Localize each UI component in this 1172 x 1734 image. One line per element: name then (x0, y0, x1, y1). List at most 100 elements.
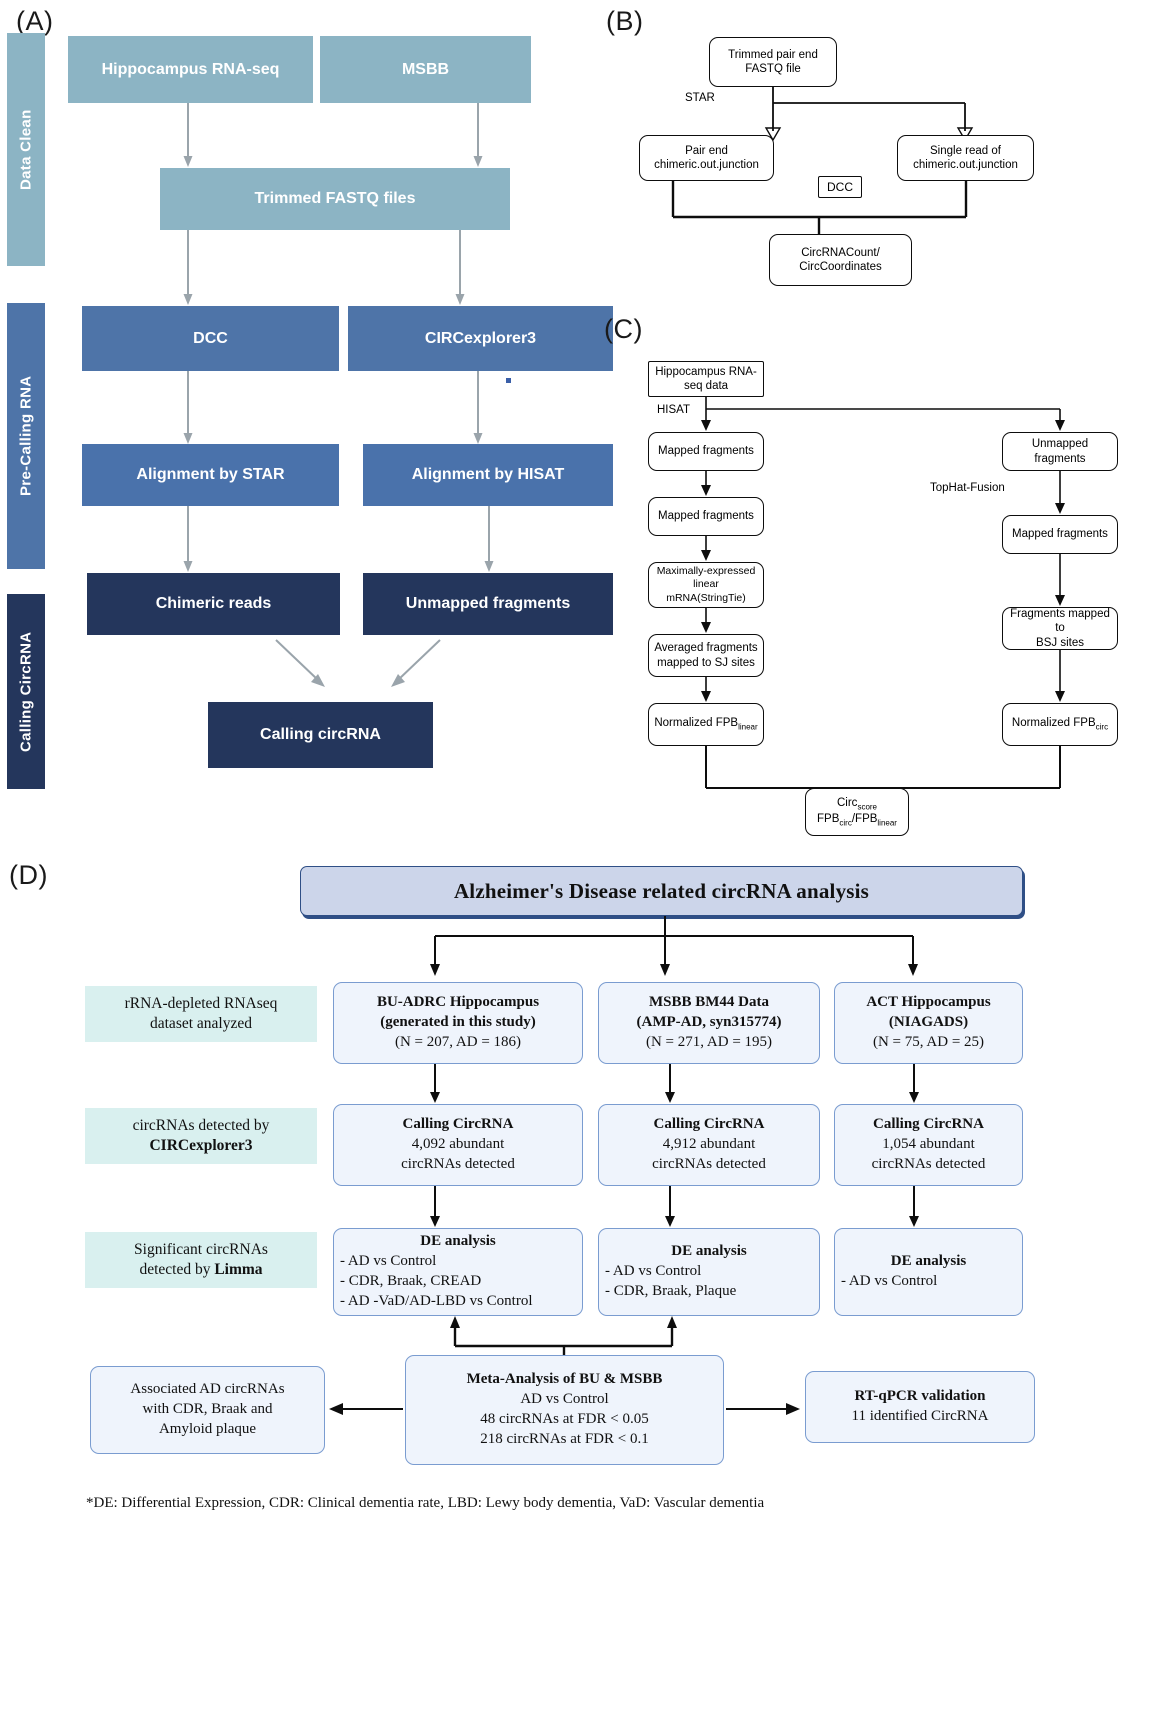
dataset-line-3: (N = 271, AD = 195) (645, 1033, 773, 1050)
box-hippocampus-rnaseq: Hippocampus RNA-seq (68, 36, 313, 103)
meta-line-1: AD vs Control (520, 1391, 609, 1408)
box-single-read-chimeric-out-junction: Single read of chimeric.out.junction (897, 135, 1034, 181)
box-averaged-fragments-sj-sites: Averaged fragments mapped to SJ sites (648, 634, 764, 677)
connector-star-branch (700, 87, 1000, 148)
box-mapped-fragments-3: Mapped fragments (1002, 515, 1118, 554)
stray-dot-marker (506, 378, 511, 383)
meta-line-3: 218 circRNAs at FDR < 0.1 (480, 1430, 649, 1447)
arrow-trimmed-to-dcc (182, 230, 194, 306)
arrow-meta-to-validation (726, 1402, 802, 1421)
calling-line-2: circRNAs detected (871, 1155, 986, 1172)
box-mapped-fragments-2: Mapped fragments (648, 497, 764, 536)
de-item: - AD vs Control (841, 1273, 938, 1289)
connector-dcc-merge (639, 181, 1039, 248)
box-normalized-fpb-circ: Normalized FPBcirc (1002, 703, 1118, 746)
box-circ-score: Circscore FPBcirc/FPBlinear (805, 788, 909, 836)
de-title: DE analysis (420, 1233, 496, 1250)
associated-ad-circrnas-box: Associated AD circRNAs with CDR, Braak a… (90, 1366, 325, 1454)
edge-label-hisat: HISAT (655, 404, 693, 416)
de-box-msbb: DE analysis - AD vs Control - CDR, Braak… (598, 1228, 820, 1316)
meta-line-2: 48 circRNAs at FDR < 0.05 (480, 1411, 649, 1427)
panel-d-letter: (D) (9, 860, 48, 890)
calling-box-act: Calling CircRNA 1,054 abundant circRNAs … (834, 1104, 1023, 1186)
edge-label-star: STAR (683, 92, 717, 104)
dataset-line-2: (generated in this study) (380, 1014, 536, 1031)
box-fragments-mapped-bsj-sites: Fragments mapped to BSJ sites (1002, 607, 1118, 650)
de-title: DE analysis (890, 1253, 967, 1270)
box-pair-end-chimeric-out-junction: Pair end chimeric.out.junction (639, 135, 774, 181)
validation-line-1: 11 identified CircRNA (851, 1408, 989, 1424)
calling-title: Calling CircRNA (873, 1116, 984, 1133)
arrow-unmapped-to-calling-circrna (388, 638, 442, 690)
normalized-fpb-circ-text: Normalized FPBcirc (1011, 717, 1109, 732)
arrow-trimmed-to-circexplorer3 (454, 230, 466, 306)
box-alignment-by-hisat: Alignment by HISAT (363, 444, 613, 506)
arrow-mapped1-to-mapped2 (700, 471, 712, 502)
calling-box-msbb: Calling CircRNA 4,912 abundant circRNAs … (598, 1104, 820, 1186)
panel-c-letter: (C) (604, 314, 643, 344)
box-dcc-label: DCC (818, 176, 862, 198)
meta-analysis-box: Meta-Analysis of BU & MSBB AD vs Control… (405, 1355, 724, 1465)
arrow-act-to-calling (908, 1064, 920, 1109)
arrow-mapped3-to-bsj (1054, 554, 1066, 612)
side-label-rrna-depleted-dataset: rRNA-depleted RNAseq dataset analyzed (85, 986, 317, 1042)
connector-title-three-way-split (420, 916, 980, 983)
calling-line-1: 4,092 abundant (411, 1136, 505, 1153)
stage-bar-data-clean: Data Clean (7, 33, 45, 266)
dataset-line-1: MSBB BM44 Data (649, 994, 769, 1011)
arrow-hippocampus-to-trimmed (182, 103, 194, 168)
arrow-dcc-to-alignment-star (182, 371, 194, 445)
box-calling-circrna: Calling circRNA (208, 702, 433, 768)
de-box-act: DE analysis - AD vs Control (834, 1228, 1023, 1316)
dataset-line-1: ACT Hippocampus (866, 994, 991, 1011)
arrow-star-to-chimeric-reads (182, 506, 194, 573)
dataset-line-2: (NIAGADS) (888, 1014, 969, 1031)
dataset-line-3: (N = 207, AD = 186) (394, 1033, 522, 1050)
box-unmapped-fragments-c: Unmapped fragments (1002, 432, 1118, 471)
arrow-averaged-to-normalized-linear (700, 677, 712, 708)
panel-d-title: Alzheimer's Disease related circRNA anal… (300, 866, 1023, 916)
arrow-mapped2-to-maximally (700, 536, 712, 567)
box-trimmed-fastq-files: Trimmed FASTQ files (160, 168, 510, 230)
arrow-calling-act-to-de (908, 1186, 920, 1233)
panel-d-footnote: *DE: Differential Expression, CDR: Clini… (86, 1495, 765, 1511)
de-item: - AD vs Control (340, 1253, 437, 1270)
de-item: - AD -VaD/AD-LBD vs Control (340, 1292, 533, 1309)
de-item: - AD vs Control (605, 1263, 702, 1280)
arrow-hisat-to-unmapped-fragments (483, 506, 495, 573)
calling-line-1: 4,912 abundant (662, 1136, 756, 1153)
dataset-box-act-hippocampus: ACT Hippocampus (NIAGADS) (N = 75, AD = … (834, 982, 1023, 1064)
calling-title: Calling CircRNA (402, 1116, 514, 1133)
circ-score-line-2: FPBcirc/FPBlinear (817, 813, 897, 828)
de-item: - CDR, Braak, CREAD (340, 1273, 482, 1289)
panel-b-letter: (B) (606, 6, 644, 36)
side-label-bold-limma: Limma (214, 1261, 263, 1278)
box-trimmed-pair-end-fastq: Trimmed pair end FASTQ file (709, 37, 837, 87)
box-dcc: DCC (82, 306, 339, 371)
circ-score-line-1: Circscore (836, 796, 877, 811)
edge-label-tophat-fusion: TopHat-Fusion (928, 482, 1007, 494)
dataset-box-bu-adrc: BU-ADRC Hippocampus (generated in this s… (333, 982, 583, 1064)
de-box-bu-adrc: DE analysis - AD vs Control - CDR, Braak… (333, 1228, 583, 1316)
box-circexplorer3: CIRCexplorer3 (348, 306, 613, 371)
dataset-box-msbb-bm44: MSBB BM44 Data (AMP-AD, syn315774) (N = … (598, 982, 820, 1064)
arrow-bsj-to-normalized-circ (1054, 650, 1066, 708)
arrow-msbb-to-calling (664, 1064, 676, 1109)
arrow-bu-adrc-to-calling (429, 1064, 441, 1109)
stage-bar-pre-calling-rna: Pre-Calling RNA (7, 303, 45, 569)
panel-a-letter: (A) (16, 6, 54, 36)
meta-title: Meta-Analysis of BU & MSBB (466, 1371, 663, 1388)
normalized-fpb-linear-text: Normalized FPBlinear (654, 717, 758, 732)
box-hippocampus-rnaseq-data: Hippocampus RNA- seq data (648, 361, 764, 397)
box-circrnacount-circcoordinates: CircRNACount/ CircCoordinates (769, 234, 912, 286)
arrow-msbb-to-trimmed (472, 103, 484, 168)
arrow-calling-bu-to-de (429, 1186, 441, 1233)
dataset-line-3: (N = 75, AD = 25) (872, 1033, 985, 1050)
calling-box-bu-adrc: Calling CircRNA 4,092 abundant circRNAs … (333, 1104, 583, 1186)
box-mapped-fragments-1: Mapped fragments (648, 432, 764, 471)
box-chimeric-reads: Chimeric reads (87, 573, 340, 635)
